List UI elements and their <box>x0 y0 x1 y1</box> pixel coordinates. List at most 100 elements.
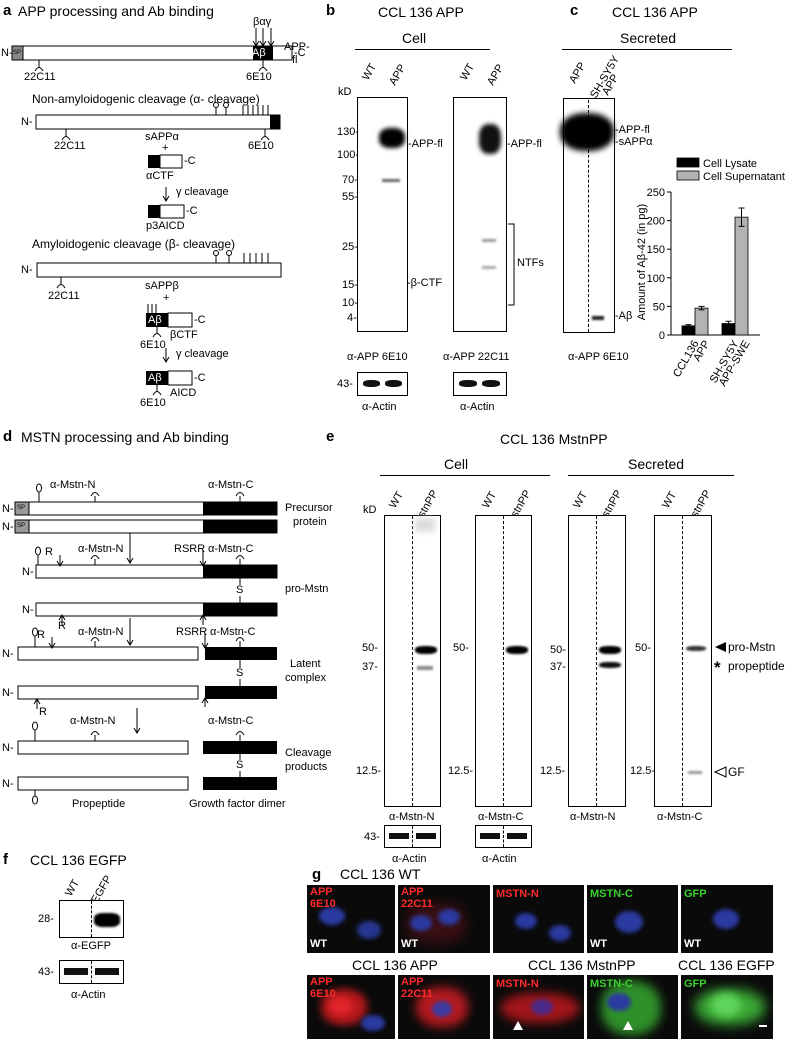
mstnpp-mstn-c-label: MSTN-C <box>590 978 633 990</box>
f-marker-43: 43- <box>38 966 54 978</box>
band-label-app-fl-1: -APP-fl <box>408 138 443 150</box>
band-label-beta-ctf: -β-CTF <box>407 277 443 289</box>
panel-e-kd-label: kD <box>363 504 377 516</box>
e-actin-blot-2 <box>475 825 532 848</box>
category-label: CCL136 <box>671 339 702 380</box>
latent-label: Latent <box>290 658 321 670</box>
pro-mstn-n-term-2: N- <box>22 604 34 616</box>
bctf-6e10-label: 6E10 <box>140 339 166 351</box>
protein-label: protein <box>293 516 327 528</box>
panel-b-kd-label: kD <box>338 86 352 98</box>
panel-b-lane-app-1: APP <box>387 62 409 88</box>
panel-d-title: MSTN processing and Ab binding <box>21 429 229 445</box>
growth-factor-dimer-label: Growth factor dimer <box>189 798 286 810</box>
wt-6e10-label: 6E10 <box>310 898 336 910</box>
e-blot-cell-mstn-c <box>475 515 532 807</box>
panel-c-label-abeta: -Aβ <box>615 310 633 322</box>
products-n-term-2: N- <box>2 778 14 790</box>
e-blot-sec-mstn-n <box>568 515 626 807</box>
latent-disulfide: S <box>236 667 244 679</box>
panel-c-letter: c <box>570 2 579 19</box>
e-antibody-c-2: α-Mstn-C <box>657 811 703 823</box>
bar <box>694 307 709 336</box>
e-lane-wt-2: WT <box>480 489 500 511</box>
panel-b-title: CCL 136 APP <box>378 4 464 20</box>
precursor-n-term-2: N- <box>2 521 14 533</box>
panel-c-antibody: α-APP 6E10 <box>568 351 629 363</box>
sappa-22c11-label: 22C11 <box>54 140 86 152</box>
panel-b-actin-blot-1 <box>357 372 408 396</box>
p3aicd-label: p3AICD <box>146 220 185 232</box>
app-6e10-app-label: APP <box>310 976 333 988</box>
y-tick-label: 100 <box>647 273 665 285</box>
panel-a-schematic <box>11 28 293 396</box>
band-label-app-fl-2: -APP-fl <box>507 138 542 150</box>
pro-mstn-rsrr-label: RSRR <box>174 543 206 555</box>
pro-mstn-band-label: pro-Mstn <box>728 640 776 654</box>
legend-swatch <box>676 170 700 181</box>
panel-d-schematic <box>14 483 278 805</box>
f-egfp-blot <box>59 900 124 938</box>
panel-e-cell-rule <box>380 475 550 476</box>
mstnpp-mstn-n-label: MSTN-N <box>496 978 539 990</box>
secretase-sites-label: βαγ <box>253 16 272 28</box>
abeta-domain-label: Aβ <box>252 47 266 59</box>
category-label: APP-SWE <box>717 339 753 389</box>
latent-n-term-2: N- <box>2 687 14 699</box>
legend-swatch <box>676 157 700 168</box>
sappa-n-term: N- <box>21 116 33 128</box>
antibody-6e10-label: 6E10 <box>246 71 272 83</box>
arrowhead-icon <box>513 1021 523 1030</box>
panel-b-blot-6e10 <box>357 97 408 332</box>
e-lane-wt-3: WT <box>571 489 591 511</box>
wt-tag-2: WT <box>401 938 419 950</box>
panel-b-lane-wt-1: WT <box>360 61 380 83</box>
propeptide-label: Propeptide <box>72 798 126 810</box>
products-disulfide: S <box>236 759 244 771</box>
products-mstn-n-label: α-Mstn-N <box>70 715 116 727</box>
e-antibody-n-1: α-Mstn-N <box>389 811 435 823</box>
wt-mstn-c-label: MSTN-C <box>590 888 633 900</box>
panel-g-title-app: CCL 136 APP <box>352 957 438 973</box>
pro-mstn-r-label-2: R <box>58 620 66 632</box>
aicd-6e10-label: 6E10 <box>140 397 166 409</box>
actf-c-term: -C <box>184 155 196 167</box>
sappb-22c11-label: 22C11 <box>48 290 80 302</box>
panel-b-actin-blot-2 <box>453 372 507 396</box>
plus-sign-1: + <box>162 142 169 154</box>
panel-a-title: APP processing and Ab binding <box>18 3 214 19</box>
e-blot-sec-mstn-c <box>654 515 712 807</box>
products-n-term-1: N- <box>2 742 14 754</box>
amyloidogenic-title: Amyloidogenic cleavage (β- cleavage) <box>32 237 236 251</box>
latent-rsrr-label: RSRR <box>176 626 208 638</box>
y-tick-label: 250 <box>647 187 665 199</box>
precursor-sp-2: SP <box>17 523 26 529</box>
precursor-n-term-1: N- <box>2 503 14 515</box>
pro-mstn-label: pro-Mstn <box>285 583 329 595</box>
wt-gfp-label: GFP <box>684 888 707 900</box>
pro-mstn-n-label: α-Mstn-N <box>78 543 124 555</box>
app-6e10-label: 6E10 <box>310 988 336 1000</box>
marker-15: 15- <box>342 279 358 291</box>
panel-a-letter: a <box>3 2 12 19</box>
panel-e-title: CCL 136 MstnPP <box>500 431 608 447</box>
sappa-label: sAPPα <box>145 131 179 143</box>
panel-e-letter: e <box>326 428 335 445</box>
latent-mstn-n-label: α-Mstn-N <box>78 626 124 638</box>
panel-b-header-rule <box>355 49 490 50</box>
marker-4: 4- <box>347 312 357 324</box>
precursor-mstn-c-label: α-Mstn-C <box>208 479 254 491</box>
category-label: APP <box>691 339 712 364</box>
bar <box>734 216 749 336</box>
micrograph-app-6e10: APP 6E10 <box>307 975 395 1039</box>
gamma-cleavage-label-2: γ cleavage <box>176 348 229 360</box>
app-22c11-app-label: APP <box>401 976 424 988</box>
panel-f-letter: f <box>3 851 8 868</box>
micrograph-wt-mstn-n: MSTN-N <box>493 885 584 953</box>
panel-e-secreted-rule <box>568 475 734 476</box>
marker-10: 10- <box>342 297 358 309</box>
panel-b-actin-marker: 43- <box>337 378 353 390</box>
precursor-mstn-n-label: α-Mstn-N <box>50 479 96 491</box>
e-actin-label-2: α-Actin <box>482 853 517 865</box>
bctf-label: βCTF <box>170 329 198 341</box>
